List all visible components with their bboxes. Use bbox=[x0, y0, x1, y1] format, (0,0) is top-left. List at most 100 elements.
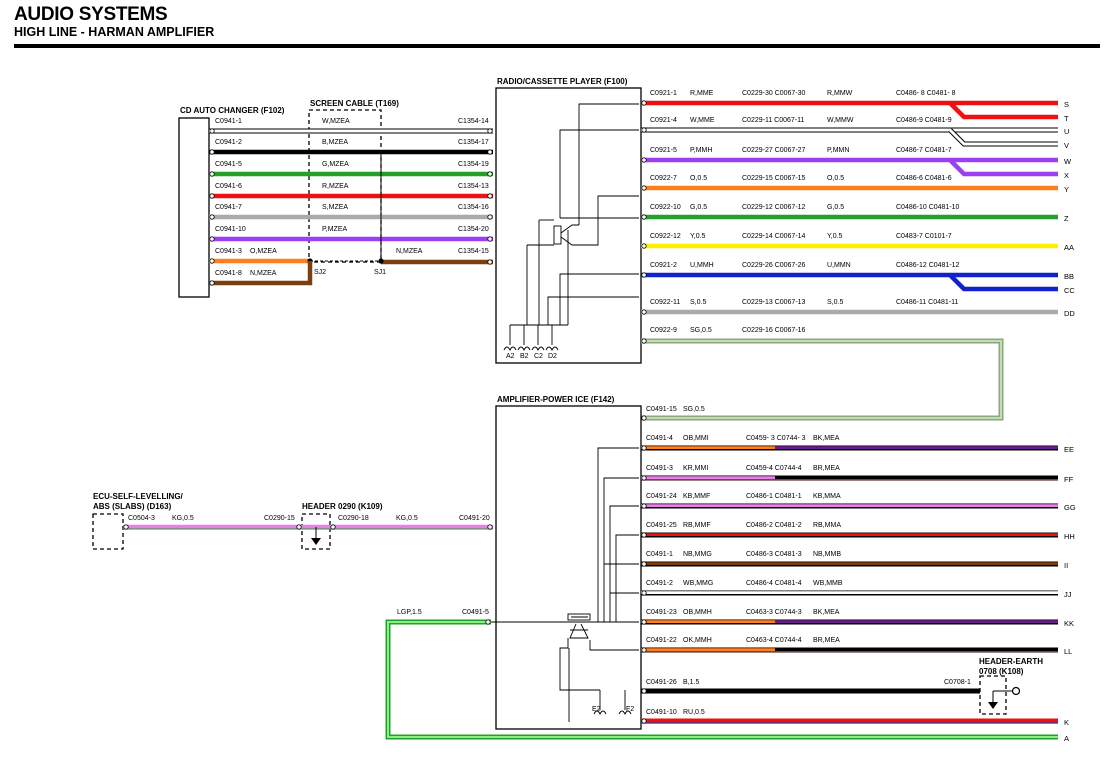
radio-wire-4-code1: G,0.5 bbox=[690, 204, 707, 211]
amp-wire-4-letter: II bbox=[1064, 561, 1068, 570]
radio-wire-1-code1: W,MME bbox=[690, 117, 715, 124]
end-letter-v: V bbox=[1064, 141, 1069, 150]
radio-wire-1-pin bbox=[641, 127, 647, 133]
ecu-box bbox=[92, 513, 124, 550]
radio-wire-4-end: C0486-10 C0481-10 bbox=[896, 204, 960, 211]
radio-wire-5-code2: Y,0.5 bbox=[827, 233, 843, 240]
cd-wire-o-to: C1354-15 bbox=[458, 248, 489, 255]
cd-wire-o-from: C0941-3 bbox=[215, 248, 242, 255]
amp-wire-6-mid: C0463-3 C0744-3 bbox=[746, 609, 802, 616]
amp-wire-7-code1: OK,MMH bbox=[683, 637, 712, 644]
amp-ru-wire: C0491-10 RU,0.5 K bbox=[641, 709, 1069, 727]
amp-wire-6-code1: OB,MMH bbox=[683, 609, 712, 616]
amp-wire-7-pin bbox=[641, 647, 647, 653]
radio-wire-7-from: C0922-11 bbox=[650, 299, 680, 306]
cd-wire-4-pin-right bbox=[487, 214, 493, 220]
sg-link-wire: C0922-9 SG,0.5 C0229-16 C0067-16 C0491-1… bbox=[641, 327, 1004, 421]
amp-wire-0-code1: OB,MMI bbox=[683, 435, 709, 442]
cd-wire-0-to: C1354-14 bbox=[458, 118, 489, 125]
header-earth-label-1: HEADER-EARTH bbox=[979, 657, 1043, 666]
radio-wire-7-mid: C0229-13 C0067-13 bbox=[742, 299, 806, 306]
ecu-section: ECU-SELF-LEVELLING/ ABS (SLABS) (D163) H… bbox=[92, 492, 493, 550]
radio-wire-3-letter: Y bbox=[1064, 185, 1069, 194]
amp-wire-4-code1: NB,MMG bbox=[683, 551, 712, 558]
radio-ground-b2: B2 bbox=[520, 353, 529, 360]
cd-wire-0-pin-right bbox=[487, 128, 493, 134]
end-letter-k: K bbox=[1064, 718, 1069, 727]
amp-ground-e2: E2 bbox=[592, 706, 601, 713]
radio-wire-1-end: C0486-9 C0481-9 bbox=[896, 117, 952, 124]
end-letter-t: T bbox=[1064, 114, 1069, 123]
radio-wire-2-code2: P,MMN bbox=[827, 147, 849, 154]
amp-wire-5-code1: WB,MMG bbox=[683, 580, 713, 587]
amp-wire-0-letter: EE bbox=[1064, 445, 1074, 454]
cd-wire-4-to: C1354-16 bbox=[458, 204, 489, 211]
radio-wire-6-pin bbox=[641, 272, 647, 278]
amp-wire-0-from: C0491-4 bbox=[646, 435, 673, 442]
amp-wire-0-mid: C0459- 3 C0744- 3 bbox=[746, 435, 806, 442]
radio-wire-6-letter: BB bbox=[1064, 272, 1074, 281]
radio-wire-0-mid: C0229-30 C0067-30 bbox=[742, 90, 806, 97]
cd-wire-0-from: C0941-1 bbox=[215, 118, 242, 125]
radio-wire-5-letter: AA bbox=[1064, 243, 1074, 252]
radio-wire-4-from: C0922-10 bbox=[650, 204, 681, 211]
amp-wire-1-mid: C0459-4 C0744-4 bbox=[746, 465, 802, 472]
page-title: AUDIO SYSTEMS bbox=[14, 4, 168, 25]
header-0290-label: HEADER 0290 (K109) bbox=[302, 502, 383, 511]
radio-wire-0-letter: S bbox=[1064, 100, 1069, 109]
radio-ground-d2: D2 bbox=[548, 353, 557, 360]
radio-wire-5-end: C0483-7 C0101-7 bbox=[896, 233, 952, 240]
amp-b-to: C0708-1 bbox=[944, 679, 971, 686]
cd-wire-5-pin-left bbox=[209, 236, 215, 242]
ecu-label-1: ECU-SELF-LEVELLING/ bbox=[93, 492, 184, 501]
radio-wire-3-mid: C0229-15 C0067-15 bbox=[742, 175, 806, 182]
amp-wire-6-pin bbox=[641, 619, 647, 625]
radio-wire-7-code2: S,0.5 bbox=[827, 299, 843, 306]
radio-wire-3-end: C0486-6 C0481-6 bbox=[896, 175, 952, 182]
cd-wire-2-pin-right bbox=[487, 171, 493, 177]
amp-wire-group: C0491-4 OB,MMI C0459- 3 C0744- 3 BK,MEA EE C0… bbox=[641, 435, 1076, 656]
radio-wire-5-pin bbox=[641, 243, 647, 249]
radio-wire-1-mid: C0229-11 C0067-11 bbox=[742, 117, 805, 124]
amp-wire-1-from: C0491-3 bbox=[646, 465, 673, 472]
cd-wire-2-to: C1354-19 bbox=[458, 161, 489, 168]
cd-wire-1-pin-right bbox=[487, 149, 493, 155]
radio-wire-4-letter: Z bbox=[1064, 214, 1069, 223]
radio-ground-a2: A2 bbox=[506, 353, 515, 360]
cd-wire-0-pin-left bbox=[209, 128, 215, 134]
lgp-to: C0491-5 bbox=[462, 609, 489, 616]
cd-wire-4-pin-left bbox=[209, 214, 215, 220]
radio-label: RADIO/CASSETTE PLAYER (F100) bbox=[497, 77, 628, 86]
cd-changer-box bbox=[178, 117, 210, 298]
cd-wire-4-code: S,MZEA bbox=[322, 204, 348, 211]
radio-wire-2-branch-b bbox=[948, 158, 1058, 177]
radio-wire-0-code2: R,MMW bbox=[827, 90, 853, 97]
amp-wire-5-code2: WB,MMB bbox=[813, 580, 843, 587]
radio-wire-0-code1: R,MME bbox=[690, 90, 714, 97]
amp-ground-f2: F2 bbox=[626, 706, 634, 713]
radio-wire-1-letter: U bbox=[1064, 127, 1069, 136]
cd-changer-label: CD AUTO CHANGER (F102) bbox=[180, 106, 285, 115]
radio-wire-2-end: C0486-7 C0481-7 bbox=[896, 147, 952, 154]
amplifier-box bbox=[495, 405, 642, 730]
cd-wire-4-from: C0941-7 bbox=[215, 204, 242, 211]
radio-wire-6-mid: C0229-26 C0067-26 bbox=[742, 262, 806, 269]
amp-wire-3-pin bbox=[641, 532, 647, 538]
cd-wire-3-code: R,MZEA bbox=[322, 183, 349, 190]
cd-wire-3-from: C0941-6 bbox=[215, 183, 242, 190]
amp-wire-3-from: C0491-25 bbox=[646, 522, 677, 529]
amp-internal-circuit bbox=[491, 447, 639, 722]
amp-wire-0-code2: BK,MEA bbox=[813, 435, 840, 442]
amp-wire-4-mid: C0486-3 C0481-3 bbox=[746, 551, 802, 558]
amp-wire-2-code1: KB,MMF bbox=[683, 493, 710, 500]
cd-wire-5-pin-right bbox=[487, 236, 493, 242]
amp-wire-6-code2: BK,MEA bbox=[813, 609, 840, 616]
amp-wire-3-letter: HH bbox=[1064, 532, 1075, 541]
amp-wire-5-mid: C0486-4 C0481-4 bbox=[746, 580, 802, 587]
ecu-to: C0491-20 bbox=[459, 515, 490, 522]
cd-wire-2-code: G,MZEA bbox=[322, 161, 349, 168]
radio-wire-7-pin bbox=[641, 309, 647, 315]
amp-earth-wire: C0491-26 B,1.5 C0708-1 HEADER-EARTH 0708… bbox=[641, 657, 1043, 715]
radio-wire-2-letter: W bbox=[1064, 157, 1072, 166]
